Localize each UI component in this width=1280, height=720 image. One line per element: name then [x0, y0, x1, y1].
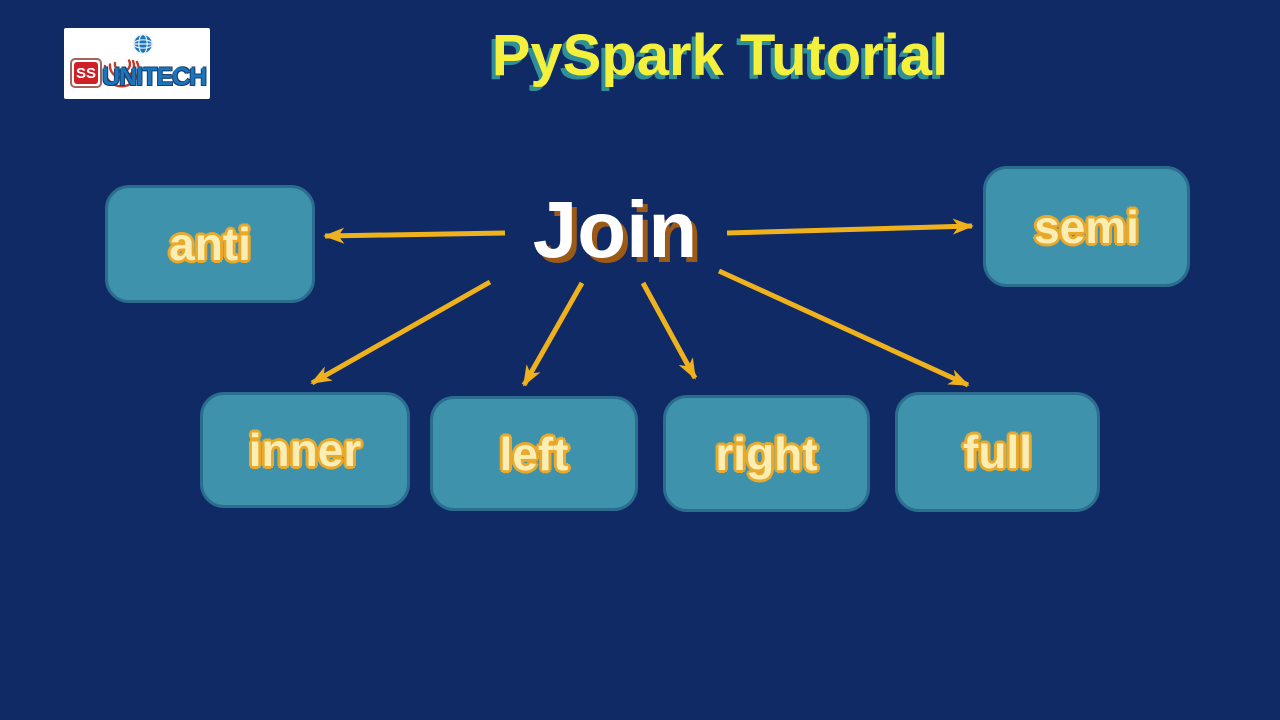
node-anti: anti — [105, 185, 315, 303]
arrow-join-to-semi — [726, 218, 974, 236]
node-right: right — [663, 395, 870, 512]
arrow-join-to-right — [640, 281, 698, 380]
page-title: PySpark Tutorial — [491, 23, 949, 88]
logo-ss-badge: SS — [70, 58, 102, 88]
arrow-join-to-full — [717, 268, 970, 388]
node-left-label: left — [499, 427, 569, 480]
logo-ss-text: SS — [74, 62, 98, 84]
logo-signal-arcs-icon — [103, 59, 140, 88]
arrow-join-to-left — [521, 281, 585, 387]
node-full: full — [895, 392, 1100, 512]
logo-globe-icon — [132, 33, 154, 55]
node-inner: inner — [200, 392, 410, 508]
node-anti-label: anti — [169, 218, 251, 270]
join-center-label: Join — [532, 185, 698, 274]
node-left: left — [430, 396, 638, 511]
node-full-label: full — [963, 426, 1032, 478]
node-semi: semi — [983, 166, 1190, 287]
arrow-join-to-anti — [323, 227, 506, 244]
arrow-join-to-inner — [310, 279, 492, 386]
node-semi-label: semi — [1034, 200, 1139, 253]
logo-brand-text: UNITECH — [102, 63, 207, 91]
node-inner-label: inner — [248, 424, 362, 476]
ss-unitech-logo: SS UNITECH — [64, 28, 210, 99]
node-right-label: right — [715, 427, 818, 480]
logo-decorations — [103, 33, 154, 88]
